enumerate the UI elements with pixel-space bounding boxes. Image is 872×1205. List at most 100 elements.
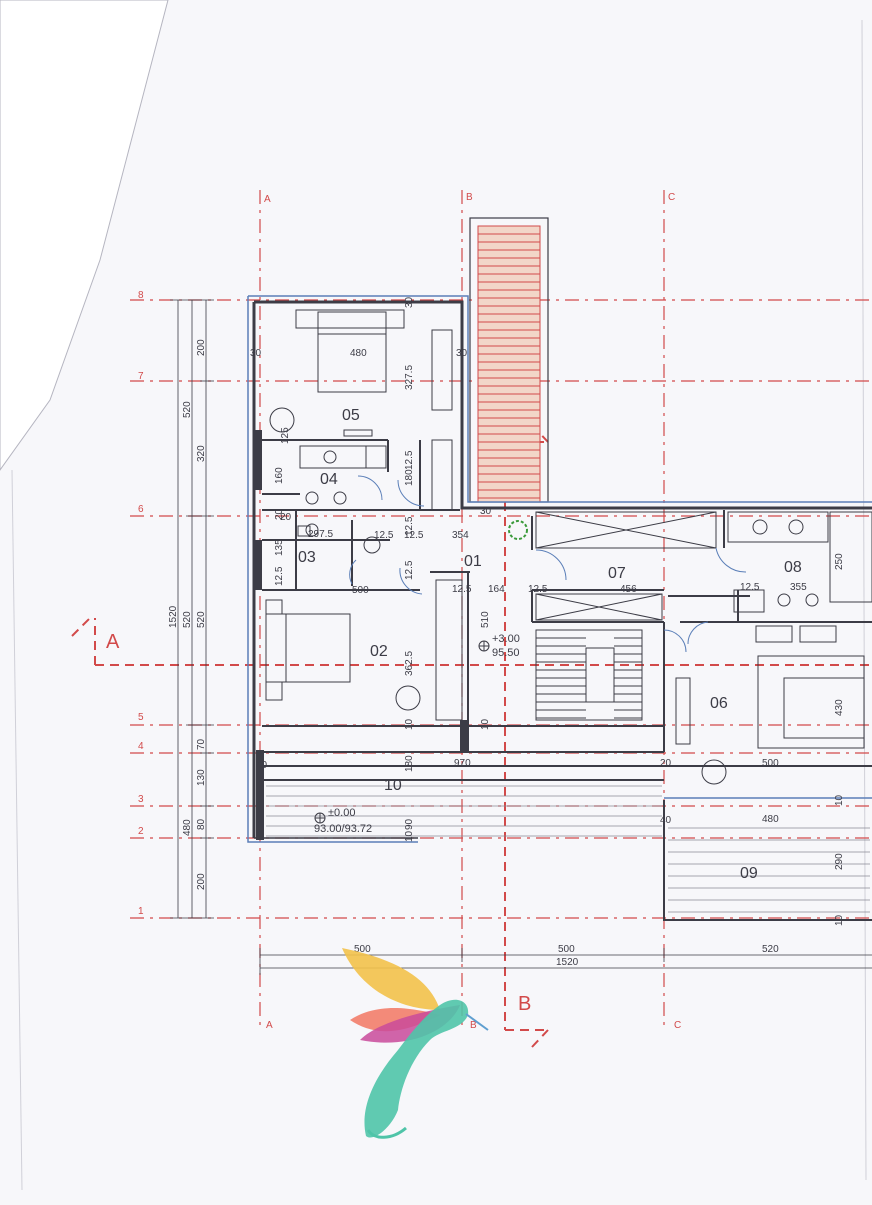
dim-180b: 180	[404, 755, 415, 772]
dim-bottom-1520: 1520	[556, 957, 579, 968]
grid-label-6: 6	[138, 504, 144, 515]
dim-125: 125	[280, 427, 291, 444]
dim-left-135: 135	[274, 539, 285, 556]
dim-480b: 480	[762, 814, 779, 825]
dim-970: 970	[454, 758, 471, 769]
dim-10d: 10	[834, 794, 845, 806]
dim-left-20: 20	[274, 508, 285, 520]
grid-label-2: 2	[138, 826, 144, 837]
grid-labels: A B C A B C 8 7 6 5 4 3 2 1	[138, 192, 681, 1031]
dim-40a: 40	[256, 760, 268, 771]
bottom-dimension-labels: 500 500 520 1520	[354, 944, 779, 968]
dim-480: 480	[350, 348, 367, 359]
dim-left-200a: 200	[196, 339, 207, 356]
dim-left-70: 70	[196, 738, 207, 750]
left-dimension-labels: 200 320 520 1520 520 520 70 130 80 480 2…	[168, 339, 285, 890]
dim-180a: 180	[404, 469, 415, 486]
room-07: 07	[608, 565, 626, 582]
nightstands-05	[295, 309, 405, 329]
room-labels: 05 04 03 01 02 07 08 06 10 09	[298, 407, 802, 882]
dim-20b: 20	[280, 512, 292, 523]
room-01: 01	[464, 553, 482, 570]
dim-290: 290	[834, 853, 845, 870]
grid-label-4: 4	[138, 741, 144, 752]
dim-left-520b: 520	[182, 611, 193, 628]
tree-icon	[508, 520, 528, 540]
section-a-label: A	[106, 631, 120, 653]
dim-327-5: 327.5	[404, 365, 415, 390]
dim-12-5f: 12.5	[452, 584, 472, 595]
level-ground-absolute: 93.00/93.72	[314, 823, 372, 835]
dim-510: 510	[480, 611, 491, 628]
dim-90: 90	[404, 818, 415, 830]
corridor-07-closet	[535, 511, 717, 549]
chair-05	[269, 407, 295, 433]
room-06: 06	[710, 695, 728, 712]
left-dimension-lines	[170, 299, 214, 919]
dim-10b: 10	[480, 718, 491, 730]
dim-12-5b: 12.5	[404, 450, 415, 470]
dim-40b: 40	[660, 815, 672, 826]
room-02: 02	[370, 643, 388, 660]
dim-left-130: 130	[196, 769, 207, 786]
grid-label-b-top: B	[466, 192, 473, 203]
bath-08-vanity	[727, 511, 829, 543]
dim-bottom-520: 520	[762, 944, 779, 955]
grid-label-1: 1	[138, 906, 144, 917]
dim-left-12-5: 12.5	[274, 566, 285, 586]
grid-label-a-top: A	[264, 194, 271, 205]
level-upper-relative: +3.00	[492, 633, 520, 645]
dim-30c: 30	[480, 506, 492, 517]
dim-10c: 10	[404, 830, 415, 842]
dim-20a: 20	[660, 758, 672, 769]
furniture	[265, 309, 872, 913]
dim-500b: 500	[762, 758, 779, 769]
dim-left-160: 160	[274, 467, 285, 484]
level-marker-upper: +3.00 95.50	[478, 633, 520, 659]
dim-left-520c: 520	[196, 611, 207, 628]
dim-12-5h: 12.5	[740, 582, 760, 593]
section-b-label-bottom: B	[518, 993, 531, 1015]
chair-06	[701, 759, 727, 785]
chair-02	[395, 685, 421, 711]
outer-walls-blue	[247, 295, 872, 843]
balcony-stair-top	[469, 217, 549, 503]
room-10: 10	[384, 777, 402, 794]
wardrobe-02	[435, 579, 463, 721]
wardrobe-01	[431, 439, 453, 511]
room-03: 03	[298, 549, 316, 566]
room-04: 04	[320, 471, 338, 488]
dim-30b: 30	[456, 348, 468, 359]
dim-164: 164	[488, 584, 505, 595]
grid-label-c-top: C	[668, 192, 675, 203]
dim-297-5: 297.5	[308, 529, 333, 540]
level-ground-relative: ±0.00	[328, 807, 355, 819]
folded-corner	[0, 0, 169, 471]
door-swings	[349, 475, 747, 653]
level-upper-absolute: 95.50	[492, 647, 520, 659]
dim-12-5c: 12.5	[404, 560, 415, 580]
dim-362-5: 362.5	[404, 651, 415, 676]
wall-columns	[254, 430, 468, 840]
dim-12-5e: 12.5	[404, 530, 424, 541]
dim-left-1520: 1520	[168, 605, 179, 628]
dim-456: 456	[620, 584, 637, 595]
dim-left-200b: 200	[196, 873, 207, 890]
dim-12-5g: 12.5	[528, 584, 548, 595]
dim-bottom-500a: 500	[354, 944, 371, 955]
dim-250: 250	[834, 553, 845, 570]
bed-02	[265, 613, 351, 683]
wardrobe-05	[431, 329, 453, 411]
dim-30d: 30	[404, 296, 415, 308]
grid-label-b-bottom: B	[470, 1020, 477, 1031]
grid-label-a-bottom: A	[266, 1020, 273, 1031]
room-05: 05	[342, 407, 360, 424]
dimension-labels: 480 327.5 30 30 30 30 125 180 12.5 12.5 …	[250, 296, 845, 926]
dim-12-5a: 12.5	[404, 516, 415, 536]
grid-label-c-bottom: C	[674, 1020, 681, 1031]
dim-30a: 30	[250, 348, 262, 359]
dim-left-480: 480	[182, 819, 193, 836]
dim-500a: 500	[352, 585, 369, 596]
